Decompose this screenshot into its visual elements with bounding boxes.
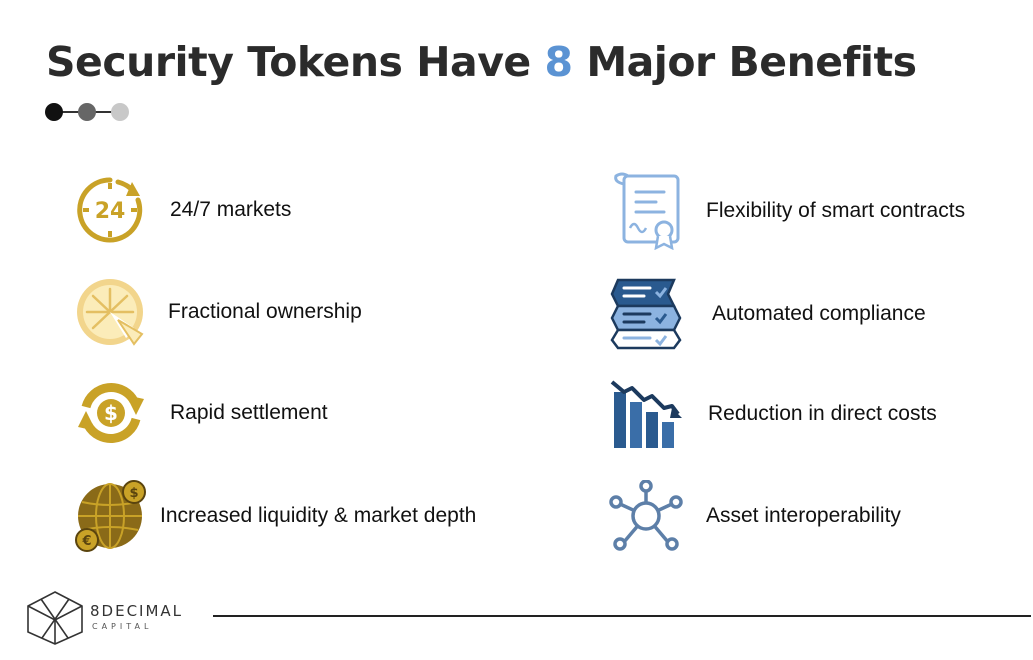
progress-dots [45, 103, 129, 121]
title-accent-number: 8 [544, 38, 574, 86]
benefit-rapid-settlement: $ Rapid settlement [74, 377, 328, 449]
declining-bars-icon [610, 380, 682, 448]
brand-name: 8DECIMAL [90, 602, 184, 620]
dot-active [45, 103, 63, 121]
dollar-cycle-icon: $ [78, 382, 144, 444]
svg-text:$: $ [104, 401, 118, 425]
clock-24-icon: 24 [77, 177, 143, 243]
benefit-label: Fractional ownership [168, 300, 362, 323]
checklist-icon [610, 278, 682, 350]
pie-slice-icon [77, 279, 144, 346]
cube-logo-icon [27, 591, 83, 645]
page-title: Security Tokens Have 8 Major Benefits [46, 38, 917, 86]
benefit-label: 24/7 markets [170, 198, 292, 221]
globe-coins-icon: $ € [75, 480, 146, 552]
certificate-contract-icon [614, 172, 680, 250]
benefit-automated-compliance: Automated compliance [610, 276, 926, 352]
benefit-label: Reduction in direct costs [708, 402, 937, 425]
brand-subtitle: CAPITAL [92, 622, 153, 631]
dot-inactive [111, 103, 129, 121]
title-text-start: Security Tokens Have [46, 38, 531, 86]
benefit-label: Asset interoperability [706, 504, 901, 527]
svg-text:€: € [81, 534, 91, 549]
benefit-asset-interoperability: Asset interoperability [606, 480, 901, 552]
svg-text:$: $ [129, 486, 138, 501]
title-text-end: Major Benefits [586, 38, 917, 86]
benefit-reduction-direct-costs: Reduction in direct costs [610, 378, 937, 450]
benefit-increased-liquidity: $ € Increased liquidity & market depth [74, 480, 476, 552]
benefit-24-7-markets: 24 24/7 markets [74, 174, 291, 246]
benefit-label: Automated compliance [712, 302, 926, 325]
benefit-label: Rapid settlement [170, 401, 328, 424]
svg-text:24: 24 [95, 199, 126, 224]
benefit-label: Increased liquidity & market depth [160, 504, 477, 527]
benefit-fractional-ownership: Fractional ownership [74, 276, 362, 348]
benefit-label: Flexibility of smart contracts [706, 199, 966, 222]
benefit-smart-contracts: Flexibility of smart contracts [608, 172, 965, 250]
network-hub-icon [609, 480, 683, 551]
dot-middle [78, 103, 96, 121]
footer-divider [213, 615, 1031, 617]
